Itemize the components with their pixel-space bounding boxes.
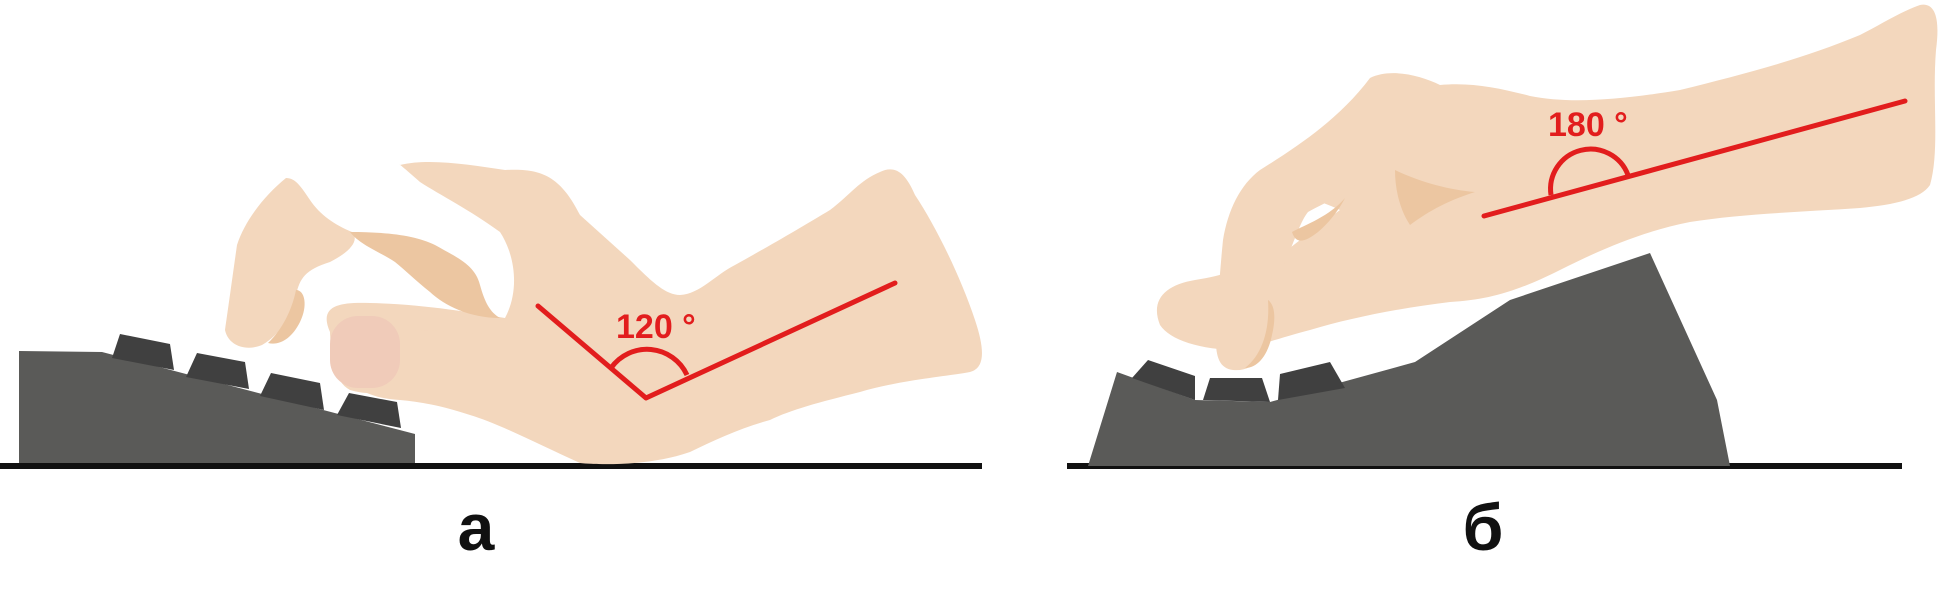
hand-b-palm	[1156, 4, 1938, 351]
keyboard-a-key	[186, 353, 249, 389]
hand-a	[225, 162, 982, 465]
angle-a-label: 120 °	[616, 308, 696, 346]
panel-a: 120 ° а	[0, 162, 982, 564]
angle-b-arc	[1548, 146, 1631, 196]
angle-b-label: 180 °	[1548, 106, 1628, 144]
hand-b-finger-shadow	[1292, 198, 1345, 241]
angle-indicator-a: 120 °	[535, 280, 898, 401]
angle-indicator-b: 180 °	[1481, 98, 1908, 219]
hand-a-finger-shadow	[350, 232, 500, 318]
keyboard-b-key	[1203, 378, 1270, 402]
panel-b: 180 ° б	[1067, 4, 1938, 564]
hand-a-finger-shadow	[268, 290, 305, 344]
angle-b-line	[1481, 98, 1908, 219]
keyboard-b-key	[1132, 360, 1195, 400]
keyboard-a-body	[19, 351, 415, 463]
angle-a-lines	[535, 280, 898, 401]
hand-a-thumbnail	[330, 316, 400, 388]
hand-b	[1156, 4, 1938, 371]
panel-b-label: б	[1463, 490, 1504, 564]
hand-b-finger-shadow	[1245, 300, 1275, 368]
keyboard-a-key	[260, 373, 324, 410]
hand-b-finger-shadow	[1395, 170, 1475, 225]
keyboard-b-key	[1278, 362, 1345, 400]
hand-a-finger	[225, 178, 355, 348]
keyboard-b-body	[1088, 253, 1730, 466]
keyboard-a-key	[337, 393, 401, 428]
hand-b-finger	[1215, 170, 1360, 371]
hand-a-palm	[326, 162, 982, 465]
keyboard-a	[19, 334, 415, 463]
keyboard-b	[1088, 253, 1730, 466]
angle-a-arc	[608, 346, 690, 377]
panel-a-label: а	[458, 490, 496, 564]
keyboard-a-key	[112, 334, 174, 370]
